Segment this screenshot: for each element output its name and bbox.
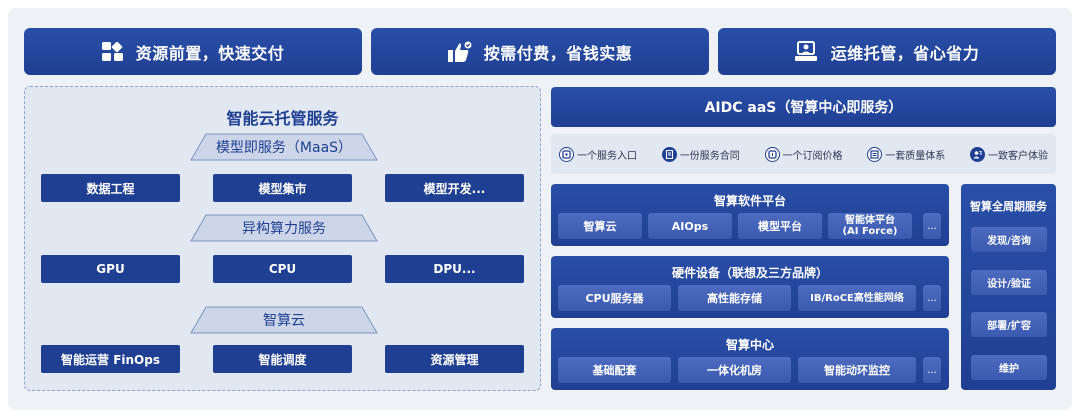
block-item: 一体化机房 — [678, 357, 791, 383]
subscription-icon — [764, 146, 780, 162]
layer-item: 资源管理 — [385, 345, 524, 373]
banner-label: 运维托管，省心省力 — [830, 43, 980, 63]
smart-computing-center: 智算中心 基础配套 一体化机房 智能动环监控 ... — [551, 328, 949, 390]
more-items: ... — [923, 285, 941, 311]
managed-service-icon — [794, 40, 819, 63]
full-lifecycle-service: 智算全周期服务 发现/咨询 设计/验证 部署/扩容 维护 — [961, 184, 1056, 390]
service-pillars: 一个服务入口 一份服务合同 一个订阅价格 一套质量体系 一致客户体验 — [551, 134, 1056, 174]
block-item: 智能动环监控 — [798, 357, 916, 383]
lifecycle-item: 设计/验证 — [971, 270, 1047, 295]
layer-label-maas: 模型即服务（MaaS） — [190, 133, 378, 161]
contract-icon — [661, 146, 677, 162]
trapezoid-shape — [190, 306, 378, 334]
layer-item: 智能调度 — [213, 345, 352, 373]
block-item: 基础配套 — [558, 357, 671, 383]
more-items: ... — [923, 213, 941, 239]
block-title: 智算软件平台 — [713, 194, 786, 208]
layer-item: 模型开发... — [385, 174, 524, 202]
lifecycle-title: 智算全周期服务 — [970, 200, 1047, 213]
block-item: 智算云 — [558, 213, 642, 239]
block-item: 模型平台 — [738, 213, 822, 239]
layer-item: DPU... — [385, 255, 524, 283]
smart-software-platform: 智算软件平台 智算云 AIOps 模型平台 智能体平台 (AI Force) .… — [551, 184, 949, 246]
lifecycle-item: 部署/扩容 — [971, 312, 1047, 337]
trapezoid-shape — [190, 133, 378, 161]
layer-item: 数据工程 — [41, 174, 180, 202]
lifecycle-item: 维护 — [971, 355, 1047, 380]
lifecycle-item: 发现/咨询 — [971, 227, 1047, 252]
pillar-item: 一个服务入口 — [559, 146, 637, 162]
layer-label-compute: 异构算力服务 — [190, 214, 378, 242]
thumbs-up-icon — [447, 41, 472, 63]
block-item: AIOps — [648, 213, 732, 239]
pillar-item: 一套质量体系 — [867, 146, 945, 162]
hardware-equipment: 硬件设备（联想及三方品牌） CPU服务器 高性能存储 IB/RoCE高性能网络 … — [551, 256, 949, 318]
quality-icon — [867, 146, 883, 162]
banner-managed-ops: 运维托管，省心省力 — [718, 28, 1056, 75]
block-title: 智算中心 — [725, 338, 774, 352]
block-item: IB/RoCE高性能网络 — [798, 285, 916, 311]
block-item: CPU服务器 — [558, 285, 671, 311]
pillar-item: 一致客户体验 — [970, 146, 1048, 162]
banner-label: 按需付费，省钱实惠 — [483, 43, 633, 63]
pillar-item: 一个订阅价格 — [764, 146, 843, 162]
layer-item: 模型集市 — [213, 174, 352, 202]
layer-item: CPU — [213, 255, 352, 283]
block-item: 高性能存储 — [678, 285, 791, 311]
banner-fast-delivery: 资源前置，快速交付 — [24, 28, 362, 75]
banner-pay-as-you-go: 按需付费，省钱实惠 — [371, 28, 709, 75]
banner-label: 资源前置，快速交付 — [135, 43, 285, 63]
layer-item: GPU — [41, 255, 180, 283]
smart-cloud-managed-panel: 智能云托管服务 模型即服务（MaaS） 数据工程 模型集市 模型开发... 异构… — [24, 86, 541, 391]
entry-icon — [559, 146, 574, 162]
panel-title: 智能云托管服务 — [226, 109, 339, 128]
block-title: 硬件设备（联想及三方品牌） — [671, 266, 828, 280]
aidc-aas-title: AIDC aaS（智算中心即服务） — [551, 87, 1056, 127]
layer-label-smart-cloud: 智算云 — [190, 306, 378, 334]
customer-icon — [970, 146, 985, 162]
trapezoid-shape — [190, 214, 378, 242]
pillar-item: 一份服务合同 — [661, 146, 740, 162]
block-item: 智能体平台 (AI Force) — [828, 213, 912, 239]
more-items: ... — [923, 357, 941, 383]
apps-grid-icon — [101, 41, 124, 62]
layer-item: 智能运营 FinOps — [41, 345, 180, 373]
